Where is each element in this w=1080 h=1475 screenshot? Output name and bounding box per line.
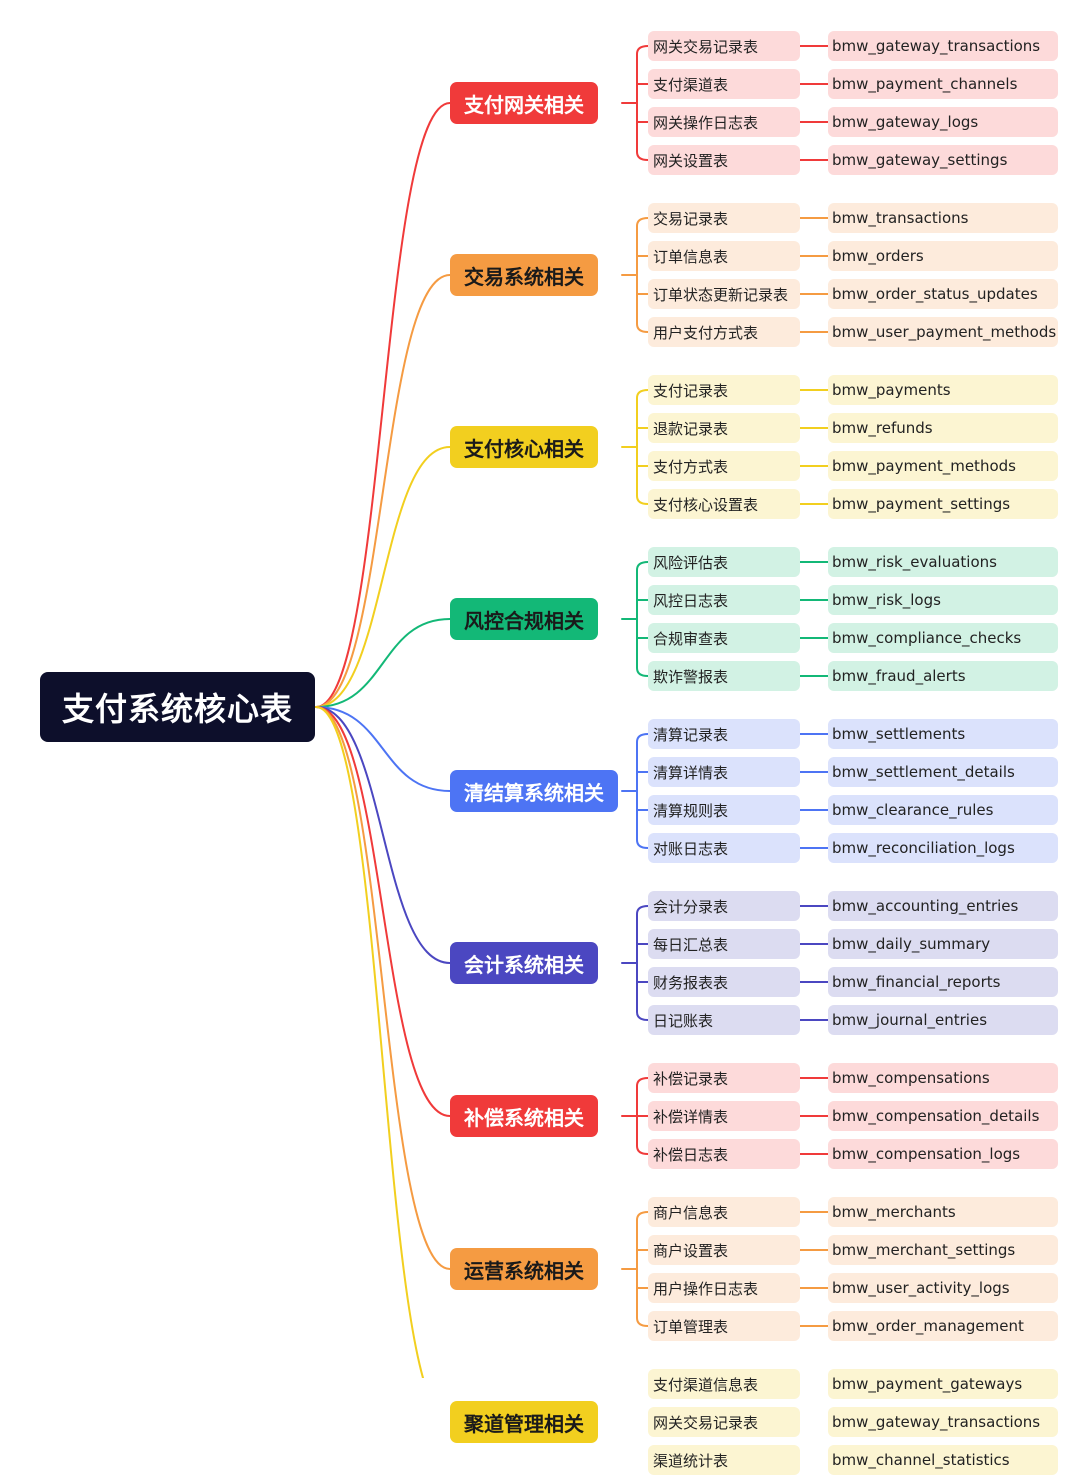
- table-code-node[interactable]: bmw_order_status_updates: [828, 279, 1058, 309]
- table-name-node[interactable]: 清算记录表: [648, 719, 800, 749]
- table-name-node[interactable]: 风险评估表: [648, 547, 800, 577]
- table-code-node[interactable]: bmw_order_management: [828, 1311, 1058, 1341]
- table-code-node[interactable]: bmw_reconciliation_logs: [828, 833, 1058, 863]
- table-name-node[interactable]: 用户操作日志表: [648, 1273, 800, 1303]
- table-code-node[interactable]: bmw_fraud_alerts: [828, 661, 1058, 691]
- category-node[interactable]: 会计系统相关: [450, 942, 598, 984]
- table-code-node[interactable]: bmw_merchant_settings: [828, 1235, 1058, 1265]
- table-name-node[interactable]: 合规审查表: [648, 623, 800, 653]
- table-code-node[interactable]: bmw_transactions: [828, 203, 1058, 233]
- table-name-node[interactable]: 会计分录表: [648, 891, 800, 921]
- table-name-node[interactable]: 商户信息表: [648, 1197, 800, 1227]
- table-code-node[interactable]: bmw_refunds: [828, 413, 1058, 443]
- table-code-node[interactable]: bmw_payment_gateways: [828, 1369, 1058, 1399]
- table-name-node[interactable]: 对账日志表: [648, 833, 800, 863]
- table-name-node[interactable]: 财务报表表: [648, 967, 800, 997]
- category-node[interactable]: 支付网关相关: [450, 82, 598, 124]
- table-name-node[interactable]: 退款记录表: [648, 413, 800, 443]
- table-code-node[interactable]: bmw_accounting_entries: [828, 891, 1058, 921]
- table-name-node[interactable]: 交易记录表: [648, 203, 800, 233]
- table-name-node[interactable]: 网关交易记录表: [648, 1407, 800, 1437]
- table-name-node[interactable]: 渠道统计表: [648, 1445, 800, 1475]
- table-code-node[interactable]: bmw_user_payment_methods: [828, 317, 1058, 347]
- table-code-node[interactable]: bmw_user_activity_logs: [828, 1273, 1058, 1303]
- table-name-node[interactable]: 网关操作日志表: [648, 107, 800, 137]
- category-node[interactable]: 风控合规相关: [450, 598, 598, 640]
- table-name-node[interactable]: 补偿详情表: [648, 1101, 800, 1131]
- category-node[interactable]: 交易系统相关: [450, 254, 598, 296]
- table-code-node[interactable]: bmw_payments: [828, 375, 1058, 405]
- table-name-node[interactable]: 网关设置表: [648, 145, 800, 175]
- table-code-node[interactable]: bmw_payment_methods: [828, 451, 1058, 481]
- table-name-node[interactable]: 支付记录表: [648, 375, 800, 405]
- table-name-node[interactable]: 订单信息表: [648, 241, 800, 271]
- table-name-node[interactable]: 订单管理表: [648, 1311, 800, 1341]
- table-code-node[interactable]: bmw_risk_evaluations: [828, 547, 1058, 577]
- table-code-node[interactable]: bmw_payment_channels: [828, 69, 1058, 99]
- table-code-node[interactable]: bmw_risk_logs: [828, 585, 1058, 615]
- table-code-node[interactable]: bmw_orders: [828, 241, 1058, 271]
- table-name-node[interactable]: 支付渠道信息表: [648, 1369, 800, 1399]
- table-code-node[interactable]: bmw_compensation_logs: [828, 1139, 1058, 1169]
- table-code-node[interactable]: bmw_financial_reports: [828, 967, 1058, 997]
- table-code-node[interactable]: bmw_gateway_settings: [828, 145, 1058, 175]
- table-code-node[interactable]: bmw_settlements: [828, 719, 1058, 749]
- table-code-node[interactable]: bmw_gateway_transactions: [828, 31, 1058, 61]
- table-name-node[interactable]: 用户支付方式表: [648, 317, 800, 347]
- table-code-node[interactable]: bmw_merchants: [828, 1197, 1058, 1227]
- table-code-node[interactable]: bmw_daily_summary: [828, 929, 1058, 959]
- category-node[interactable]: 支付核心相关: [450, 426, 598, 468]
- table-code-node[interactable]: bmw_compensation_details: [828, 1101, 1058, 1131]
- table-name-node[interactable]: 网关交易记录表: [648, 31, 800, 61]
- table-name-node[interactable]: 支付渠道表: [648, 69, 800, 99]
- table-name-node[interactable]: 风控日志表: [648, 585, 800, 615]
- table-code-node[interactable]: bmw_clearance_rules: [828, 795, 1058, 825]
- category-node[interactable]: 运营系统相关: [450, 1248, 598, 1290]
- table-code-node[interactable]: bmw_settlement_details: [828, 757, 1058, 787]
- table-code-node[interactable]: bmw_compliance_checks: [828, 623, 1058, 653]
- table-name-node[interactable]: 订单状态更新记录表: [648, 279, 800, 309]
- table-name-node[interactable]: 支付方式表: [648, 451, 800, 481]
- table-name-node[interactable]: 补偿记录表: [648, 1063, 800, 1093]
- category-node[interactable]: 聚道管理相关: [450, 1401, 598, 1443]
- table-name-node[interactable]: 商户设置表: [648, 1235, 800, 1265]
- table-code-node[interactable]: bmw_gateway_logs: [828, 107, 1058, 137]
- root-node[interactable]: 支付系统核心表: [40, 672, 315, 742]
- table-name-node[interactable]: 清算规则表: [648, 795, 800, 825]
- table-code-node[interactable]: bmw_channel_statistics: [828, 1445, 1058, 1475]
- table-code-node[interactable]: bmw_gateway_transactions: [828, 1407, 1058, 1437]
- table-code-node[interactable]: bmw_payment_settings: [828, 489, 1058, 519]
- table-name-node[interactable]: 每日汇总表: [648, 929, 800, 959]
- category-node[interactable]: 清结算系统相关: [450, 770, 618, 812]
- table-name-node[interactable]: 清算详情表: [648, 757, 800, 787]
- table-name-node[interactable]: 欺诈警报表: [648, 661, 800, 691]
- table-name-node[interactable]: 日记账表: [648, 1005, 800, 1035]
- table-code-node[interactable]: bmw_journal_entries: [828, 1005, 1058, 1035]
- table-name-node[interactable]: 补偿日志表: [648, 1139, 800, 1169]
- table-name-node[interactable]: 支付核心设置表: [648, 489, 800, 519]
- table-code-node[interactable]: bmw_compensations: [828, 1063, 1058, 1093]
- category-node[interactable]: 补偿系统相关: [450, 1095, 598, 1137]
